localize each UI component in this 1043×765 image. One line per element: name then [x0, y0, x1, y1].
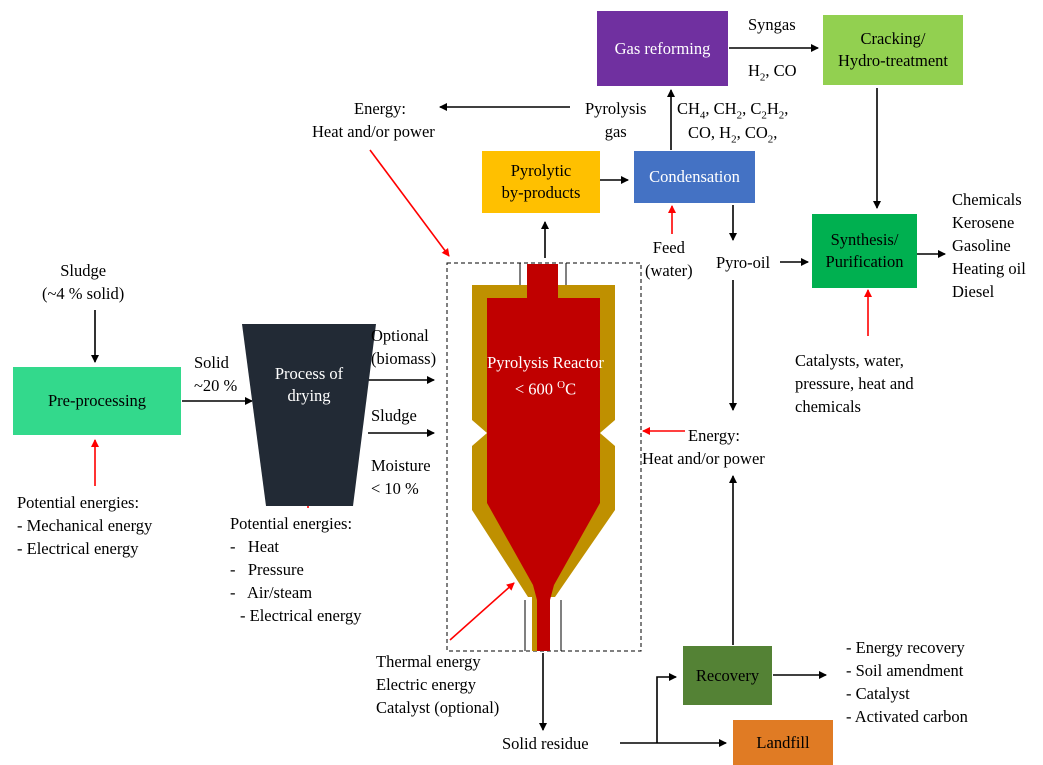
cracking-label-1: Cracking/: [860, 29, 926, 48]
gas-reforming-label: Gas reforming: [614, 38, 711, 58]
recovery-uses-list: - Energy recovery - Soil amendment - Cat…: [846, 638, 968, 726]
pyrolytic-byproducts-box: Pyrolytic by-products: [482, 151, 600, 213]
drying-label-1: Process of: [274, 364, 344, 383]
energy-top-label: Energy: Heat and/or power: [312, 99, 435, 141]
solid-label: Solid ~20 %: [194, 353, 238, 395]
optional-biomass-label: Optional (biomass): [371, 326, 437, 368]
energy-right-label: Energy: Heat and/or power: [642, 426, 765, 468]
gas-reforming-box: Gas reforming: [597, 11, 728, 86]
reactor-inputs: Thermal energy Electric energy Catalyst …: [376, 652, 500, 717]
cracking-box: Cracking/ Hydro-treatment: [823, 15, 963, 85]
reactor-title: Pyrolysis Reactor: [487, 352, 604, 372]
condensation-box: Condensation: [634, 151, 755, 203]
syngas-composition: H2, CO: [748, 61, 797, 84]
products-list: Chemicals Kerosene Gasoline Heating oil …: [952, 190, 1026, 301]
gas-composition-line1: CH4, CH2, C2H2,: [677, 99, 789, 122]
sludge-label: Sludge: [371, 406, 417, 425]
pre-processing-energies: Potential energies: - Mechanical energy …: [17, 493, 153, 558]
cracking-label-2: Hydro-treatment: [838, 51, 948, 70]
moisture-label: Moisture < 10 %: [371, 456, 431, 498]
condensation-label: Condensation: [649, 167, 740, 186]
solid-residue-label: Solid residue: [502, 734, 589, 753]
byproducts-label-2: by-products: [501, 183, 581, 202]
drying-process-shape: [242, 324, 376, 506]
reactor-temp: < 600 OC: [514, 378, 577, 399]
synthesis-label-1: Synthesis/: [830, 230, 899, 249]
drying-label-2: drying: [287, 386, 331, 405]
syngas-label: Syngas: [748, 15, 796, 34]
catalysts-label: Catalysts, water, pressure, heat and che…: [795, 351, 914, 416]
sludge-input-label: Sludge (~4 % solid): [42, 261, 125, 303]
pyrolysis-gas-label: Pyrolysis gas: [585, 99, 647, 141]
drying-energies: Potential energies: - Heat - Pressure - …: [230, 514, 362, 625]
synthesis-box: Synthesis/ Purification: [812, 214, 917, 288]
recovery-box: Recovery: [683, 646, 772, 705]
landfill-box: Landfill: [733, 720, 833, 765]
reactor-label-box: Pyrolysis Reactor < 600 OC: [468, 353, 623, 399]
byproducts-label-1: Pyrolytic: [510, 161, 572, 180]
landfill-label: Landfill: [756, 732, 810, 752]
synthesis-label-2: Purification: [825, 252, 904, 271]
reactor-core: [487, 264, 600, 651]
gas-composition-line2: CO, H2, CO2,: [688, 123, 778, 146]
pre-processing-label: Pre-processing: [47, 391, 147, 410]
recovery-label: Recovery: [695, 665, 760, 685]
feed-water-label: Feed (water): [645, 238, 693, 280]
drying-label-box: Process of drying: [250, 360, 368, 410]
pyro-oil-label: Pyro-oil: [716, 253, 771, 272]
pre-processing-box: Pre-processing: [13, 367, 181, 435]
